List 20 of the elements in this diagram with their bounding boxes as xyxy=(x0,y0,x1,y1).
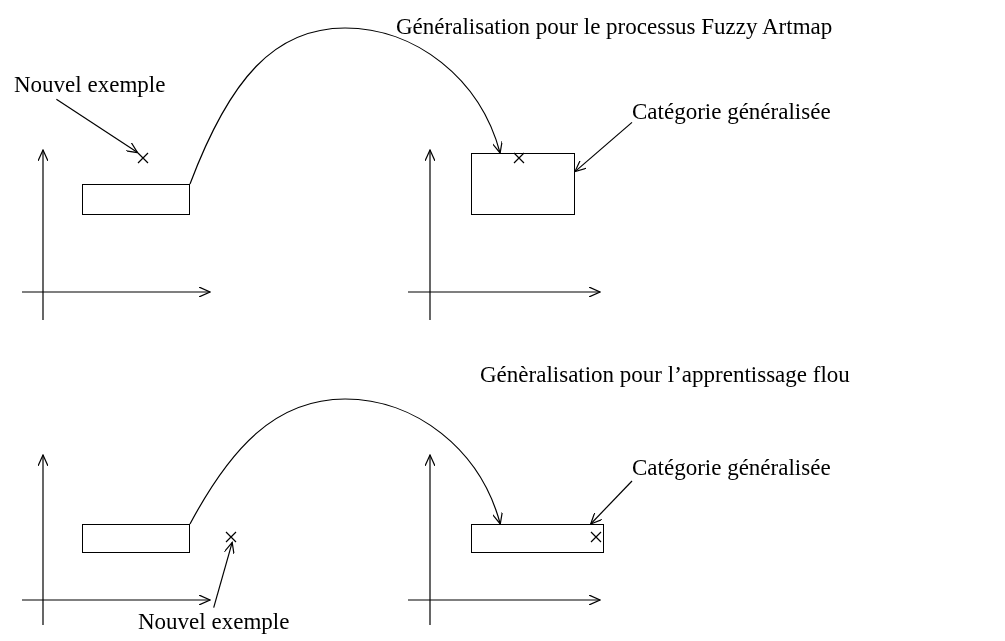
leader-line xyxy=(574,121,633,173)
cross-mark xyxy=(590,531,602,543)
cross-mark xyxy=(513,152,525,164)
leader-line xyxy=(590,480,633,525)
callout-text: Catégorie généralisée xyxy=(632,99,831,125)
leader-line xyxy=(55,98,139,154)
callout-text: Catégorie généralisée xyxy=(632,455,831,481)
cross-mark xyxy=(225,531,237,543)
curved-arrow xyxy=(189,27,503,185)
category-rectangle xyxy=(471,524,604,553)
cross-mark xyxy=(137,152,149,164)
category-rectangle xyxy=(471,153,575,215)
curved-arrow xyxy=(189,398,503,525)
category-rectangle xyxy=(82,524,190,553)
category-rectangle xyxy=(82,184,190,215)
title-text: Génèralisation pour l’apprentissage flou xyxy=(480,362,850,388)
callout-text: Nouvel exemple xyxy=(138,609,290,635)
title-text: Généralisation pour le processus Fuzzy Artmap xyxy=(396,14,833,40)
leader-line xyxy=(213,541,235,609)
callout-text: Nouvel exemple xyxy=(14,72,166,98)
